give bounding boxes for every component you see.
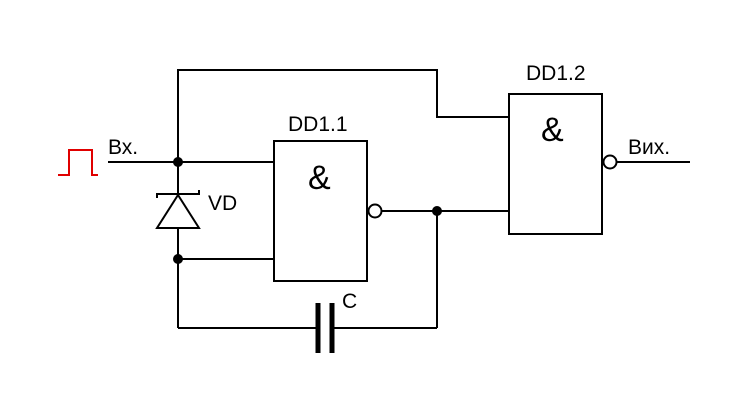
diode-label: VD: [208, 192, 237, 215]
gate2-symbol: &: [541, 111, 564, 149]
input-label: Вх.: [108, 136, 138, 159]
gate1-name: DD1.1: [288, 113, 348, 136]
gate-dd1-2: [508, 93, 618, 235]
junction-dot-input: [173, 157, 183, 167]
gate1-symbol: &: [308, 159, 331, 197]
diode-vd: [155, 190, 201, 229]
capacitor-c: [315, 303, 335, 353]
gate-dd1-1: [273, 140, 383, 282]
capacitor-label: C: [342, 290, 357, 313]
output-label: Вих.: [628, 136, 670, 159]
top-wire: [177, 69, 509, 162]
gate2-name: DD1.2: [526, 62, 586, 85]
input-pulse-icon: [58, 149, 98, 176]
junction-dot-output: [432, 206, 442, 216]
junction-dot-lower: [173, 254, 183, 264]
